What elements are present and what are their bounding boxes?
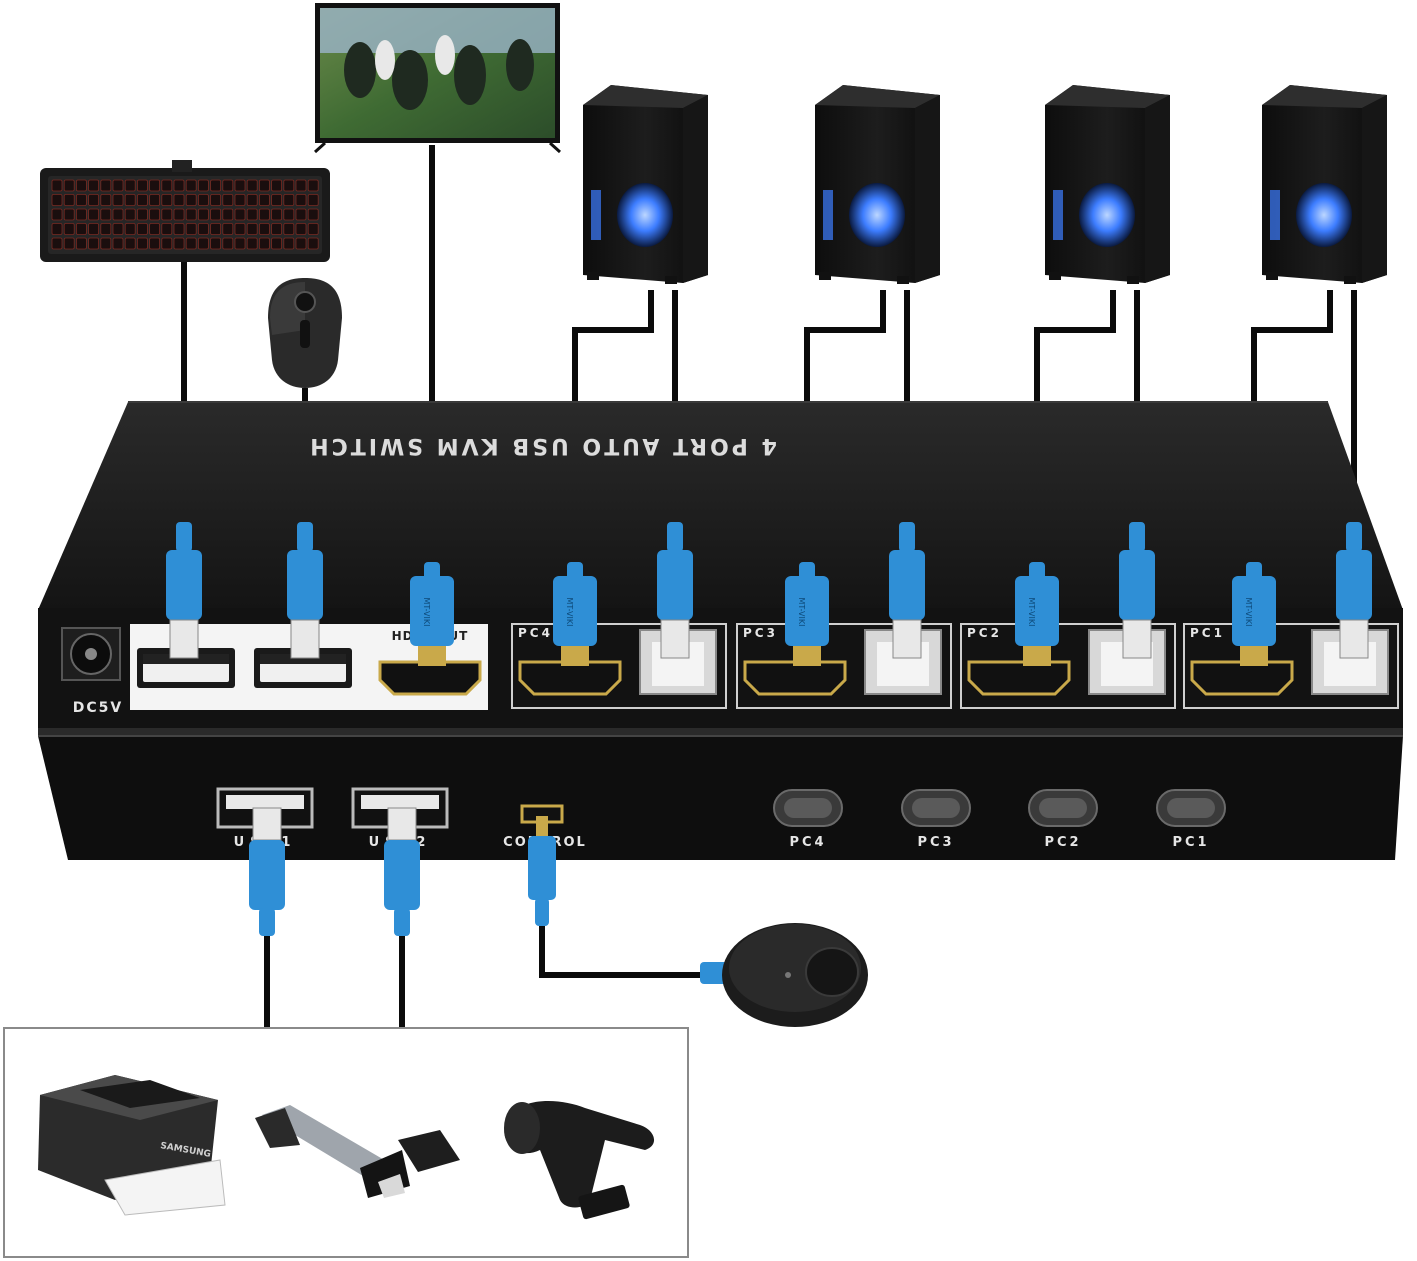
pc-hdmi-in-port[interactable] (1190, 660, 1294, 696)
device-usb-connector-2 (384, 807, 420, 936)
usb-port-mouse[interactable] (254, 648, 352, 688)
hdmi-out-port[interactable] (378, 660, 482, 696)
monitor-hdmi-connector: MT-VIKI (410, 562, 454, 666)
pc-hdmi-in-port[interactable] (967, 660, 1071, 696)
cable-brand-label: MT-VIKI (1244, 598, 1253, 627)
peripheral-cables (264, 920, 705, 1028)
cable-brand-label: MT-VIKI (422, 598, 431, 627)
pc-hdmi-connector: MT-VIKI (1232, 562, 1276, 666)
pc-select-button-3[interactable]: PC3 (901, 789, 971, 850)
usb-port-keyboard[interactable] (137, 648, 235, 688)
wired-switch-remote[interactable] (700, 923, 868, 1027)
rear-pc-group-label: PC2 (967, 626, 1002, 640)
monitor (313, 3, 562, 154)
pc-usb-connector (657, 522, 693, 659)
rear-pc-group-label: PC4 (518, 626, 553, 640)
pc-usb-connector (1119, 522, 1155, 659)
pc-select-button-4[interactable]: PC4 (773, 789, 843, 850)
pc-hdmi-connector: MT-VIKI (553, 562, 597, 666)
pc-tower-3 (815, 85, 940, 284)
rear-pc-group-label: PC1 (1190, 626, 1225, 640)
device-usb-connector-1 (249, 807, 285, 936)
pc-hdmi-connector: MT-VIKI (1015, 562, 1059, 666)
switch-title: 4 PORT AUTO USB KVM SWITCH (307, 433, 777, 458)
dc-power-label: DC5V (73, 700, 123, 716)
keyboard-usb-connector (166, 522, 202, 659)
cable-brand-label: MT-VIKI (565, 598, 574, 627)
rear-pc-group-label: PC3 (743, 626, 778, 640)
printer: SAMSUNG (38, 1075, 226, 1216)
rear-cable-connectors: MT-VIKI MT-VIKI MT-VIKI MT-VIKI MT-VIKI (166, 522, 1372, 666)
mouse-usb-connector (287, 522, 323, 659)
pc-tower-2 (1045, 85, 1170, 284)
cable-brand-label: MT-VIKI (1027, 598, 1036, 627)
barcode-scanner (504, 1101, 655, 1220)
pc-hdmi-in-port[interactable] (518, 660, 622, 696)
mouse (268, 278, 342, 388)
pc-tower-1 (1262, 85, 1387, 284)
pc-hdmi-in-port[interactable] (743, 660, 847, 696)
control-cable-connector (528, 816, 556, 926)
rear-pc-group-2: PC2 (960, 623, 1176, 709)
pc-tower-4 (583, 85, 708, 284)
cable-brand-label: MT-VIKI (797, 598, 806, 627)
pc-select-button-label: PC4 (789, 835, 826, 850)
dc-power-jack (61, 627, 121, 681)
pc-usb-connector (1336, 522, 1372, 659)
pc-select-button-1[interactable]: PC1 (1156, 789, 1226, 850)
pc-select-button-label: PC2 (1044, 835, 1081, 850)
pc-select-button-label: PC3 (917, 835, 954, 850)
keyboard (40, 160, 330, 262)
usb-flash-drive (255, 1105, 460, 1198)
pc-select-button-2[interactable]: PC2 (1028, 789, 1098, 850)
pc-hdmi-connector: MT-VIKI (785, 562, 829, 666)
pc-usb-connector (889, 522, 925, 659)
pc-select-button-label: PC1 (1172, 835, 1209, 850)
